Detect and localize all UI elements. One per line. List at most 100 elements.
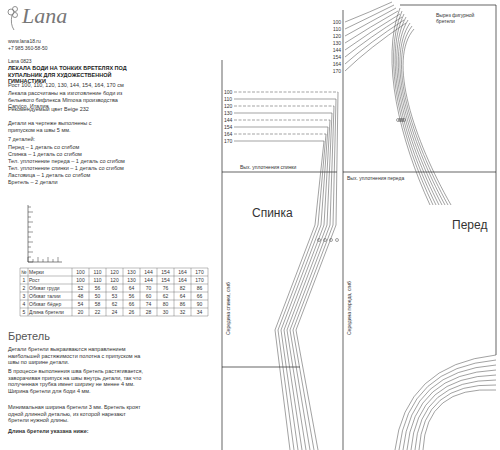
table-cell: 170: [191, 277, 208, 283]
table-cell: 28: [140, 309, 157, 315]
ruler-tick: [28, 232, 33, 233]
notch-dot: [318, 239, 321, 242]
back-side-line: [275, 141, 324, 450]
table-cell: Длина бретели: [28, 309, 73, 315]
note-text: Lana 0823: [8, 58, 128, 64]
back-fold-line: [222, 60, 223, 450]
table-cell: 110: [89, 277, 106, 283]
table-cell: 58: [89, 301, 106, 307]
size-number: 110: [224, 96, 234, 102]
note-text: Длина бретели указана ниже:: [8, 428, 148, 435]
front-top-line: [400, 5, 496, 6]
piece-name: Спинка: [252, 206, 297, 220]
table-cell: 120: [106, 269, 123, 275]
front-neck-line: [345, 2, 392, 22]
table-cell: 50: [89, 293, 106, 299]
table-cell: 34: [191, 309, 208, 315]
size-number: 130: [330, 40, 341, 46]
ruler-ticks: [28, 207, 58, 262]
pattern-mark: Середина переда, сгиб: [346, 281, 352, 335]
logo-stem: [11, 15, 14, 30]
table-cell: 64: [123, 285, 140, 291]
table-cell: 74: [140, 301, 157, 307]
pattern-frame: [222, 5, 496, 450]
table-cell: 3: [20, 293, 28, 299]
note-text: Тел. уплотнение переда – 1 деталь со сги…: [8, 158, 148, 165]
piece-name: Перед: [452, 218, 492, 232]
table-cell: 1: [20, 277, 28, 283]
table-cell: 2: [20, 285, 28, 291]
front-lining-line: [343, 172, 496, 173]
front-neck-line: [345, 14, 400, 50]
table-cell: 62: [157, 293, 174, 299]
back-strap-line: [234, 141, 324, 142]
table-cell: 32: [174, 309, 191, 315]
note-text: 7 деталей:: [8, 136, 108, 143]
note-text: Перед – 1 деталь со сгибом: [8, 144, 148, 151]
graded-size-lines: [234, 2, 496, 450]
front-neck-line: [345, 11, 398, 43]
table-cell: Рост: [28, 277, 73, 283]
back-strap-line: [234, 120, 330, 121]
front-leg-line: [395, 355, 496, 450]
back-strap-line: [234, 113, 332, 114]
table-cell: 130: [123, 269, 140, 275]
ruler-tick: [33, 259, 34, 262]
table-cell: 164: [174, 269, 191, 275]
front-leg-line: [419, 385, 496, 450]
ruler-tick: [28, 207, 31, 208]
table-rule: [20, 268, 21, 316]
back-side-line: [290, 106, 334, 450]
front-leg-line: [407, 370, 496, 450]
back-side-line: [281, 127, 328, 450]
table-cell: 56: [123, 293, 140, 299]
front-leg-line: [399, 360, 496, 450]
size-number: 154: [330, 54, 341, 60]
front-neck-line: [345, 8, 396, 36]
back-strap-line: [234, 106, 334, 107]
table-cell: 64: [174, 293, 191, 299]
back-lining-line: [222, 172, 337, 173]
logo-flower: [8, 7, 18, 31]
table-cell: 4: [20, 301, 28, 307]
brand-logo: Lana: [22, 3, 82, 29]
table-rule: [191, 268, 192, 316]
front-fold-line: [343, 10, 344, 450]
pattern-piece: Перед: [452, 218, 492, 234]
sheet-title: ЛЕКАЛА БОДИ НА ТОНКИХ БРЕТЕЛЯХ ПОД КУПАЛ…: [8, 65, 138, 85]
table-rule: [20, 276, 208, 277]
table-cell: 82: [174, 285, 191, 291]
ruler: [28, 205, 62, 262]
size-number: 130: [224, 110, 234, 116]
size-number: 120: [330, 33, 341, 39]
ruler-tick: [38, 257, 39, 262]
table-cell: 5: [20, 309, 28, 315]
pattern-mark: Вых. уплотнения переда: [347, 175, 417, 181]
table-cell: 154: [157, 277, 174, 283]
section-heading: Бретель: [8, 330, 108, 343]
size-number: 144: [330, 47, 341, 53]
table-cell: 53: [106, 293, 123, 299]
table-rule: [89, 268, 90, 316]
ruler-tick: [28, 237, 31, 238]
front-leg-line: [423, 390, 496, 450]
note-text: www.lana18.ru: [8, 38, 128, 44]
note-text: Тел. уплотнение спинки – 1 деталь со сги…: [8, 165, 148, 172]
logo-petal: [13, 7, 18, 12]
back-side-line: [278, 134, 326, 450]
table-cell: 48: [72, 293, 89, 299]
size-number: 154: [224, 124, 234, 130]
table-rule: [28, 268, 29, 316]
table-cell: 154: [157, 269, 174, 275]
front-neck-line: [345, 23, 406, 71]
table-cell: 110: [89, 269, 106, 275]
note-text: Спинка – 1 деталь со сгибом: [8, 151, 148, 158]
ruler-tick: [53, 259, 54, 262]
table-cell: 164: [174, 277, 191, 283]
table-cell: 26: [123, 309, 140, 315]
table-rule: [20, 292, 208, 293]
table-cell: Обхват талии: [28, 293, 73, 299]
pattern-mark: Вырез фигурной бретели: [436, 12, 494, 24]
table-rule: [20, 268, 208, 269]
table-cell: №: [20, 269, 28, 275]
